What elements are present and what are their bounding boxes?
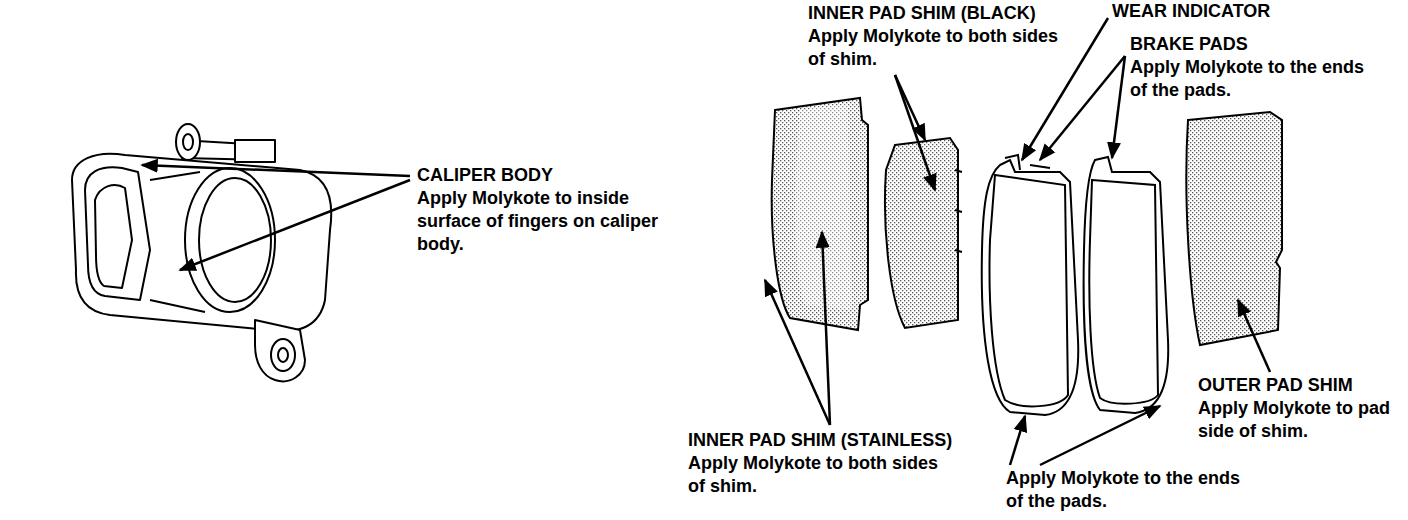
instruction-note: Apply Molykote to both sides of shim. xyxy=(808,25,1058,71)
leader-lines xyxy=(142,18,1270,465)
part-name: WEAR INDICATOR xyxy=(1112,0,1402,23)
instruction-note: Apply Molykote to the ends of the pads. xyxy=(1130,56,1365,102)
caliper-body xyxy=(72,124,331,381)
part-name: OUTER PAD SHIM xyxy=(1198,374,1403,397)
instruction-note: Apply Molykote to pad side of shim. xyxy=(1198,397,1403,443)
outer-shim xyxy=(1186,112,1282,345)
instruction-note: Apply Molykote to both sides of shim. xyxy=(688,452,958,498)
part-name: INNER PAD SHIM (BLACK) xyxy=(808,2,1098,25)
inner-shim-stainless xyxy=(772,98,868,330)
brake-pads xyxy=(982,155,1168,415)
instruction-note: Apply Molykote to inside surface of fing… xyxy=(417,187,679,256)
instruction-note: Apply Molykote to the ends of the pads. xyxy=(1006,467,1256,513)
inner-shim-black xyxy=(885,138,958,328)
part-name: BRAKE PADS xyxy=(1130,33,1400,56)
part-name: CALIPER BODY xyxy=(417,164,697,187)
part-name: INNER PAD SHIM (STAINLESS) xyxy=(688,429,1008,452)
